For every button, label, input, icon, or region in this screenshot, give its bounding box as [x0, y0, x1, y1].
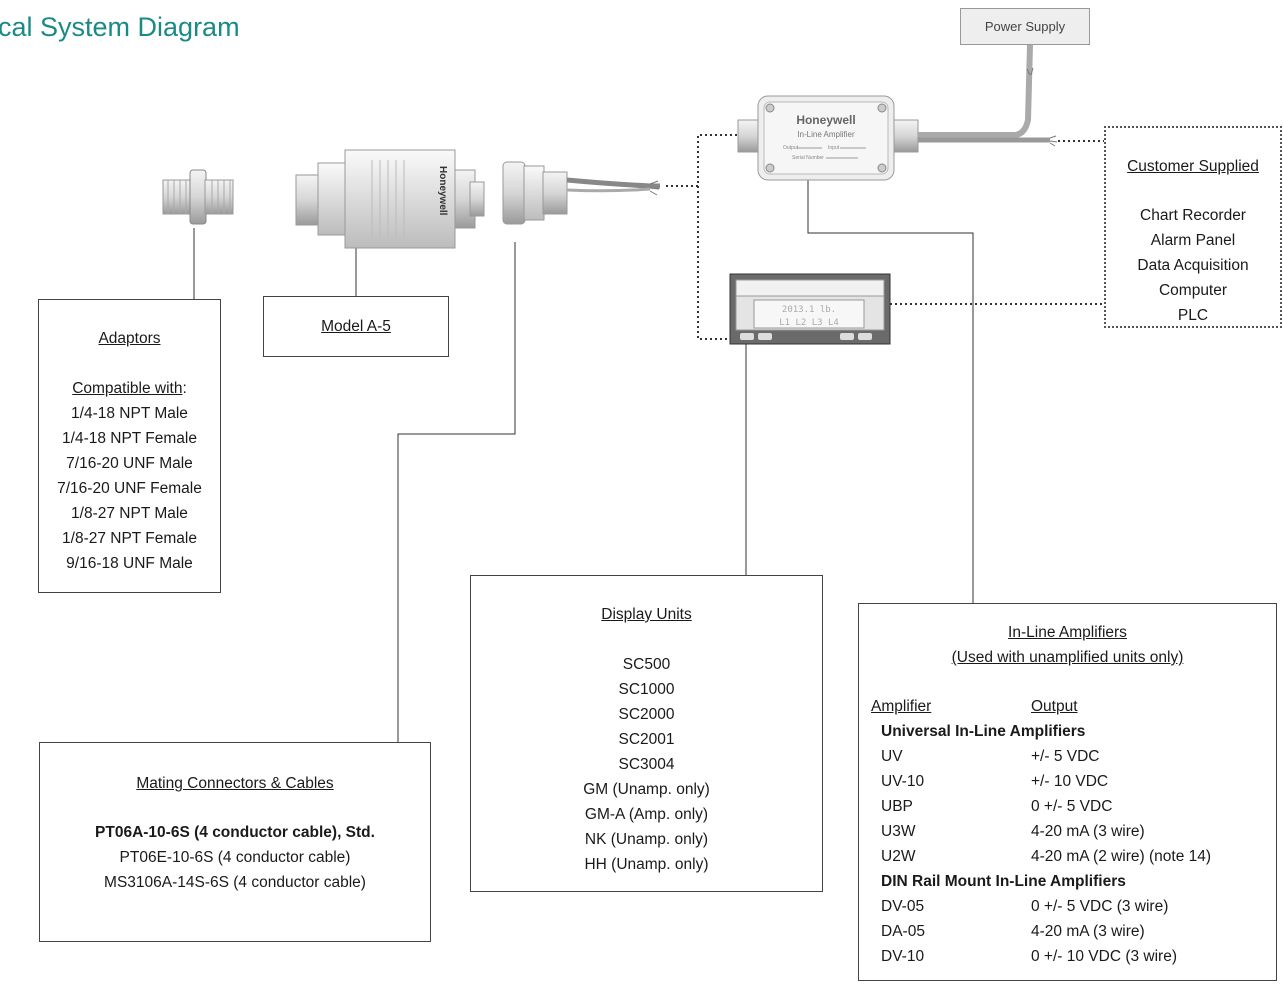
list-item: GM-A (Amp. only): [584, 806, 709, 823]
amplifier-serial-field: Serial Number: [792, 155, 824, 161]
amplifier-output-field: Output: [783, 145, 799, 151]
mating-standard: PT06A-10-6S (4 conductor cable), Std.: [95, 824, 375, 841]
amplifier-brand: Honeywell: [796, 113, 855, 127]
list-item: Chart Recorder: [1140, 207, 1246, 224]
amplifier-subtitle: In-Line Amplifier: [797, 130, 855, 139]
display-units-list: SC500 SC1000 SC2000 SC2001 SC3004 GM (Un…: [471, 652, 822, 877]
list-item: SC2000: [618, 706, 675, 723]
mating-connectors-box: Mating Connectors & Cables PT06A-10-6S (…: [39, 742, 431, 942]
col-amplifier: Amplifier: [871, 698, 932, 715]
amplifiers-subtitle: (Used with unamplified units only): [951, 649, 1184, 666]
adaptors-compatible: Compatible with:: [72, 380, 187, 397]
mating-title: Mating Connectors & Cables: [136, 775, 334, 792]
page-title: cal System Diagram: [0, 12, 240, 42]
adaptor-fitting-icon: [162, 169, 234, 225]
list-item: 7/16-20 UNF Female: [57, 480, 202, 497]
list-item: 1/8-27 NPT Female: [62, 530, 197, 547]
list-item: Computer: [1158, 282, 1228, 299]
signal-lines: [666, 134, 1106, 340]
list-item: 7/16-20 UNF Male: [66, 455, 193, 472]
list-item: MS3106A-14S-6S (4 conductor cable): [104, 874, 366, 891]
list-item: 1/8-27 NPT Male: [71, 505, 188, 522]
table-row: UV-10+/- 10 VDC: [881, 773, 1109, 790]
list-item: SC2001: [618, 731, 675, 748]
list-item: Alarm Panel: [1150, 232, 1236, 249]
list-item: PLC: [1177, 307, 1209, 324]
customer-supplied-box: Customer Supplied Chart Recorder Alarm P…: [1104, 126, 1282, 328]
inline-amplifiers-box: In-Line Amplifiers (Used with unamplifie…: [858, 603, 1277, 981]
list-item: HH (Unamp. only): [584, 856, 709, 873]
list-item: NK (Unamp. only): [584, 831, 709, 848]
leader-lines: [193, 150, 974, 742]
list-item: SC500: [622, 656, 671, 673]
display-line-2: L1 L2 L3 L4: [779, 318, 839, 328]
adaptors-title: Adaptors: [98, 330, 161, 347]
display-units-box: Display Units SC500 SC1000 SC2000 SC2001…: [470, 575, 823, 892]
amplifiers-group-universal: Universal In-Line Amplifiers: [881, 723, 1086, 740]
display-unit-icon: 2013.1 lb. L1 L2 L3 L4: [729, 273, 891, 345]
amplifiers-title: In-Line Amplifiers: [1008, 624, 1127, 641]
col-output: Output: [1031, 698, 1078, 715]
amplifiers-header: Amplifier Output: [869, 694, 1266, 719]
model-box: Model A-5: [263, 296, 449, 357]
list-item: GM (Unamp. only): [583, 781, 710, 798]
cable-connector-icon: [502, 161, 660, 225]
adaptors-box: Adaptors Compatible with: 1/4-18 NPT Mal…: [38, 299, 221, 593]
display-units-title: Display Units: [601, 606, 692, 623]
list-item: 1/4-18 NPT Female: [62, 430, 197, 447]
amplifier-input-field: Input: [828, 145, 840, 151]
list-item: PT06E-10-6S (4 conductor cable): [119, 849, 351, 866]
transducer-brand: Honeywell: [437, 166, 448, 216]
table-row: UV+/- 5 VDC: [881, 748, 1100, 765]
customer-supplied-title: Customer Supplied: [1127, 158, 1259, 175]
inline-amplifier-icon: Honeywell In-Line Amplifier Output Input…: [737, 95, 919, 181]
adaptors-list: 1/4-18 NPT Male 1/4-18 NPT Female 7/16-2…: [39, 401, 220, 576]
transducer-icon: Honeywell: [295, 149, 485, 249]
list-item: SC1000: [618, 681, 675, 698]
list-item: SC3004: [618, 756, 675, 773]
list-item: Data Acquisition: [1137, 257, 1249, 274]
power-supply-label: Power Supply: [960, 8, 1090, 45]
list-item: 1/4-18 NPT Male: [71, 405, 188, 422]
model-label: Model A-5: [321, 318, 391, 335]
output-cable-icon: [918, 44, 1058, 147]
list-item: 9/16-18 UNF Male: [66, 555, 193, 572]
customer-supplied-list: Chart Recorder Alarm Panel Data Acquisit…: [1106, 203, 1280, 328]
display-line-1: 2013.1 lb.: [782, 305, 836, 315]
amplifiers-group-din: DIN Rail Mount In-Line Amplifiers: [881, 873, 1126, 890]
